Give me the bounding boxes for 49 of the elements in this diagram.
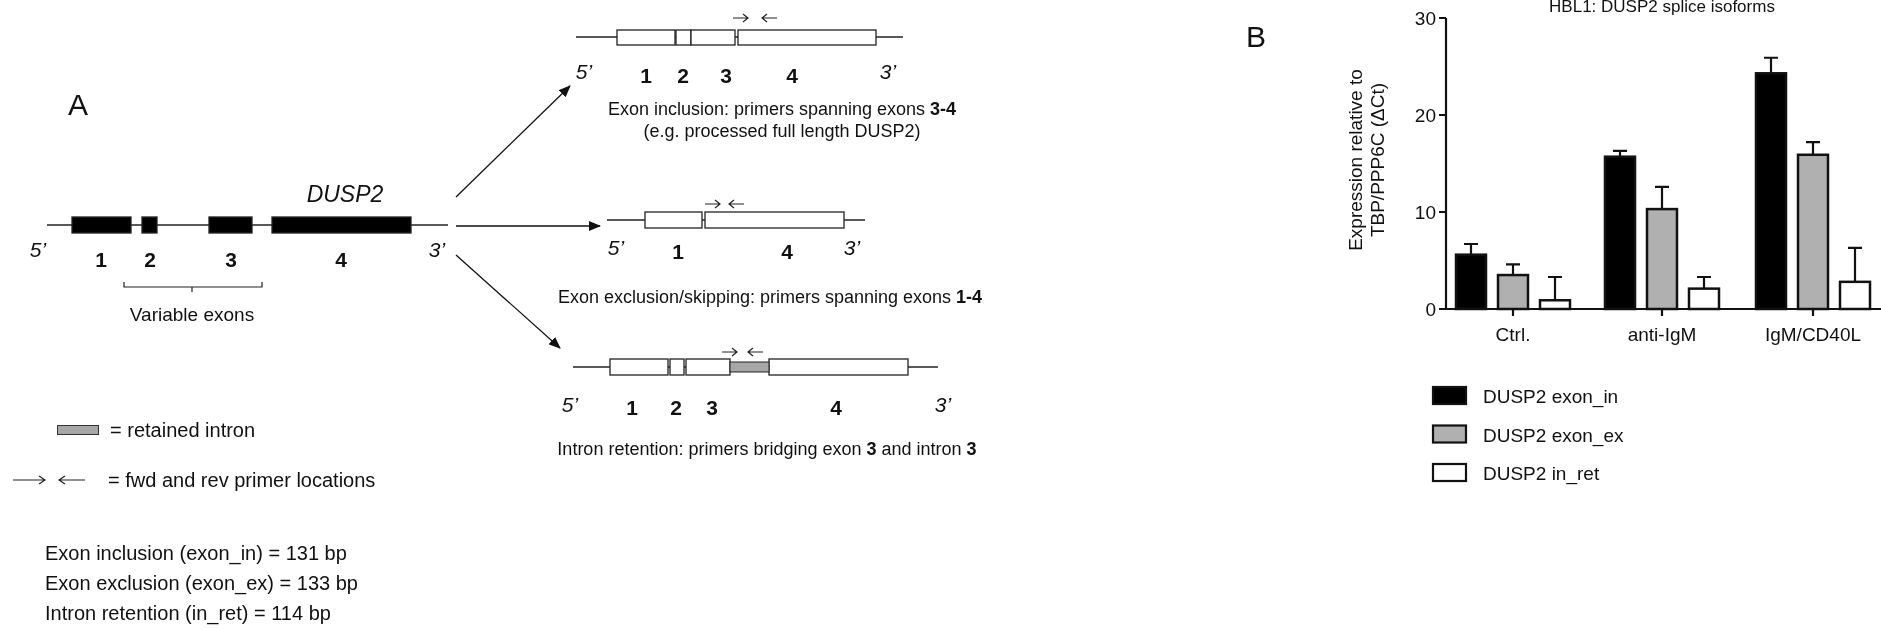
arrow [455, 254, 561, 349]
exon-number: 1 [95, 247, 107, 273]
legend-text: DUSP2 exon_ex [1483, 424, 1624, 446]
amplicon-size-note: Intron retention (in_ret) = 114 bp [45, 601, 331, 625]
exon-number: 3 [225, 247, 237, 273]
strand-label: 3’ [428, 237, 446, 263]
legend-text: DUSP2 exon_in [1483, 386, 1619, 407]
strand-label: 3’ [934, 392, 952, 418]
bracket-label: Variable exons [129, 303, 255, 327]
amplicon-size-note: Exon inclusion (exon_in) = 131 bp [45, 541, 347, 565]
exon-number: 4 [781, 239, 793, 265]
exon-number: 4 [786, 63, 798, 89]
tick-label: 20 [1414, 105, 1436, 126]
tick-label: 0 [1425, 299, 1436, 320]
strand-label: 5’ [561, 392, 579, 418]
chart-title: HBL1: DUSP2 splice isoforms [1549, 0, 1775, 16]
exon-number: 1 [626, 395, 638, 421]
isoform-description: Exon exclusion/skipping: primers spanning exons 1-4 [557, 287, 983, 309]
category-label: anti-IgM [1627, 324, 1697, 345]
exon-number: 2 [670, 395, 682, 421]
exon-number: 1 [640, 63, 652, 89]
panel-label: A [68, 87, 88, 123]
exon-number: 3 [720, 63, 732, 89]
legend-text: = retained intron [110, 418, 256, 442]
strand-label: 5’ [607, 235, 625, 261]
amplicon-size-note: Exon exclusion (exon_ex) = 133 bp [45, 571, 358, 595]
exon-number: 4 [830, 395, 842, 421]
exon-number: 1 [672, 239, 684, 265]
exon-number: 4 [335, 247, 347, 273]
arrow [455, 221, 601, 231]
legend-text: = fwd and rev primer locations [108, 468, 376, 492]
category-label: IgM/CD40L [1764, 324, 1862, 345]
legend-text: DUSP2 in_ret [1483, 463, 1600, 484]
tick-label: 10 [1414, 202, 1436, 223]
strand-label: 5’ [29, 237, 47, 263]
panel-label: B [1246, 19, 1266, 55]
strand-label: 3’ [879, 59, 897, 85]
isoform-description: Intron retention: primers bridging exon 3 and intron 3 [557, 439, 977, 461]
exon-number: 2 [677, 63, 689, 89]
axis-title: Expression relative to TBP/PPP6C (ΔCt) [1345, 68, 1389, 253]
gene-name: DUSP2 [306, 181, 384, 209]
category-label: Ctrl. [1495, 324, 1531, 345]
exon-number: 3 [706, 395, 718, 421]
isoform-description: Exon inclusion: primers spanning exons 3-4 (e.g. processed full length DUSP2) [606, 99, 958, 143]
strand-label: 5’ [575, 59, 593, 85]
arrow [455, 85, 571, 198]
strand-label: 3’ [843, 235, 861, 261]
tick-label: 30 [1414, 8, 1436, 29]
exon-number: 2 [144, 247, 156, 273]
